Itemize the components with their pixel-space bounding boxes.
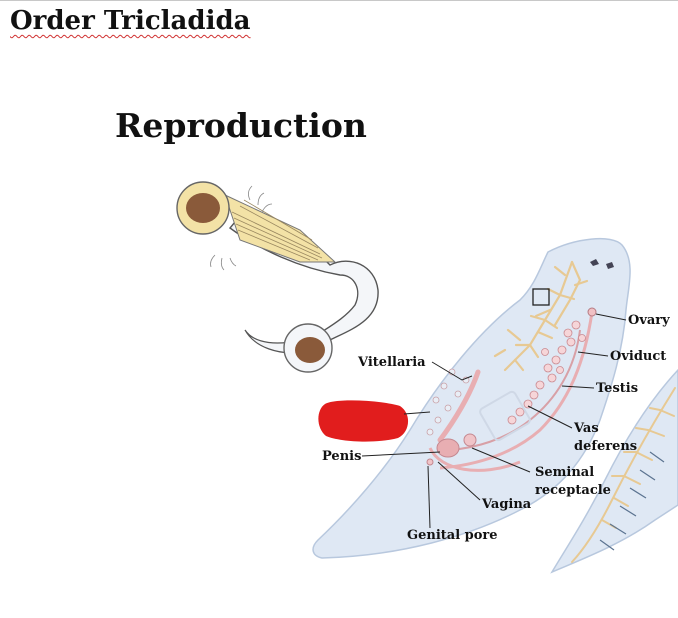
oviduct-duct <box>439 311 594 470</box>
vas-deferens-leader <box>527 405 573 429</box>
label-seminal-receptacle-line1: Seminal <box>535 465 594 480</box>
label-ovary: Ovary <box>628 313 670 328</box>
leader-lines <box>361 313 627 529</box>
label-testis: Testis <box>596 381 638 396</box>
label-genital-pore: Genital pore <box>407 528 498 543</box>
second-planarian-branches <box>571 387 676 563</box>
slide-title: Order Tricladida <box>10 6 251 36</box>
eyespot-left <box>590 259 599 266</box>
genital-pore-leader <box>427 465 431 529</box>
seminal-receptacle-organ <box>463 433 477 447</box>
top-rule <box>0 0 678 1</box>
flame-cell-bulb <box>224 194 337 263</box>
flame-cilia <box>231 199 323 261</box>
label-vas-deferens-line1: Vas <box>573 421 599 436</box>
label-vagina: Vagina <box>481 497 532 512</box>
oviduct-leader <box>577 351 609 357</box>
vitellaria-leader <box>431 361 473 381</box>
slide-subtitle: Reproduction <box>115 106 367 145</box>
detail-box <box>532 288 550 306</box>
duct-cell-nucleus <box>295 337 325 363</box>
genital-duct <box>428 447 521 472</box>
ovary-leader <box>595 313 627 321</box>
flame-cell-illustration <box>176 181 379 373</box>
second-planarian-body <box>550 368 678 574</box>
penis-bulb <box>436 438 460 458</box>
genital-pore-opening <box>426 458 434 466</box>
flame-cell-nucleus <box>186 193 220 223</box>
label-penis: Penis <box>322 449 361 464</box>
vagina-leader <box>437 461 481 501</box>
testis-follicles <box>507 320 586 425</box>
red-redaction-mark <box>318 400 409 442</box>
label-oviduct: Oviduct <box>610 349 666 364</box>
label-vitellaria: Vitellaria <box>357 355 426 370</box>
label-seminal-receptacle-line2: receptacle <box>535 483 611 498</box>
testis-leader <box>561 385 595 389</box>
flame-cell-processes <box>210 185 273 271</box>
second-planarian-stripes <box>599 451 665 551</box>
planarian-body <box>312 237 631 559</box>
second-planarian-illustration <box>550 368 678 574</box>
ovary-organ <box>587 307 597 317</box>
planarian-body-illustration <box>312 237 631 559</box>
penis-leader <box>361 451 441 457</box>
pharynx-outline <box>479 390 531 442</box>
redaction-leader <box>403 411 431 415</box>
vitellaria-gland <box>437 369 481 443</box>
eyespot-right <box>606 262 614 269</box>
seminal-receptacle-leader <box>471 447 531 473</box>
branching-nerve-net <box>493 260 589 372</box>
label-vas-deferens-line2: deferens <box>574 439 637 454</box>
